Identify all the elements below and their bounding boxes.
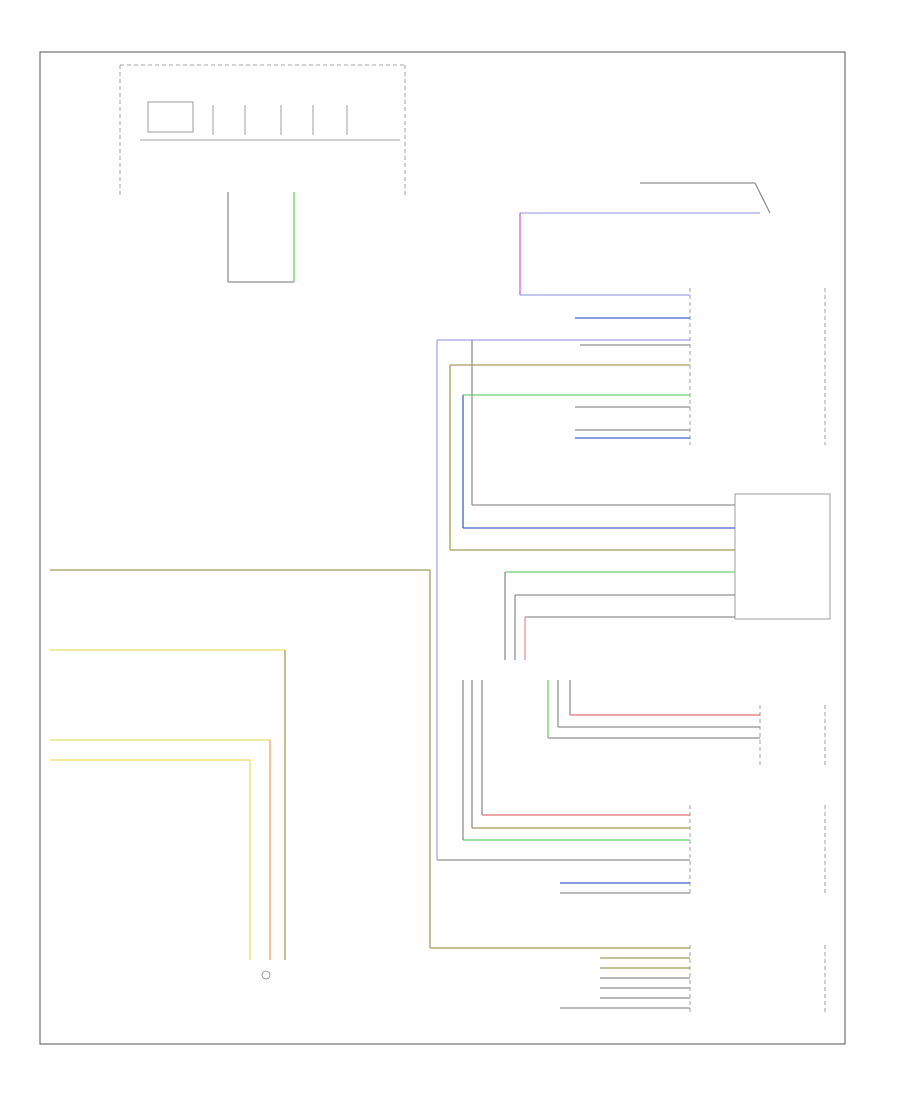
upper-relay xyxy=(519,182,771,295)
sensor-node xyxy=(261,970,271,980)
steering-sensor xyxy=(547,680,826,765)
main-module xyxy=(437,288,826,445)
bottom-module xyxy=(430,945,826,1015)
cluster-feed-wires xyxy=(227,192,295,283)
sensor-block xyxy=(450,493,831,660)
trunk-wires xyxy=(429,340,473,948)
left-wires xyxy=(50,569,430,980)
lower-module xyxy=(437,680,826,895)
instrument-cluster xyxy=(119,64,406,195)
diagram-frame xyxy=(39,51,846,1045)
